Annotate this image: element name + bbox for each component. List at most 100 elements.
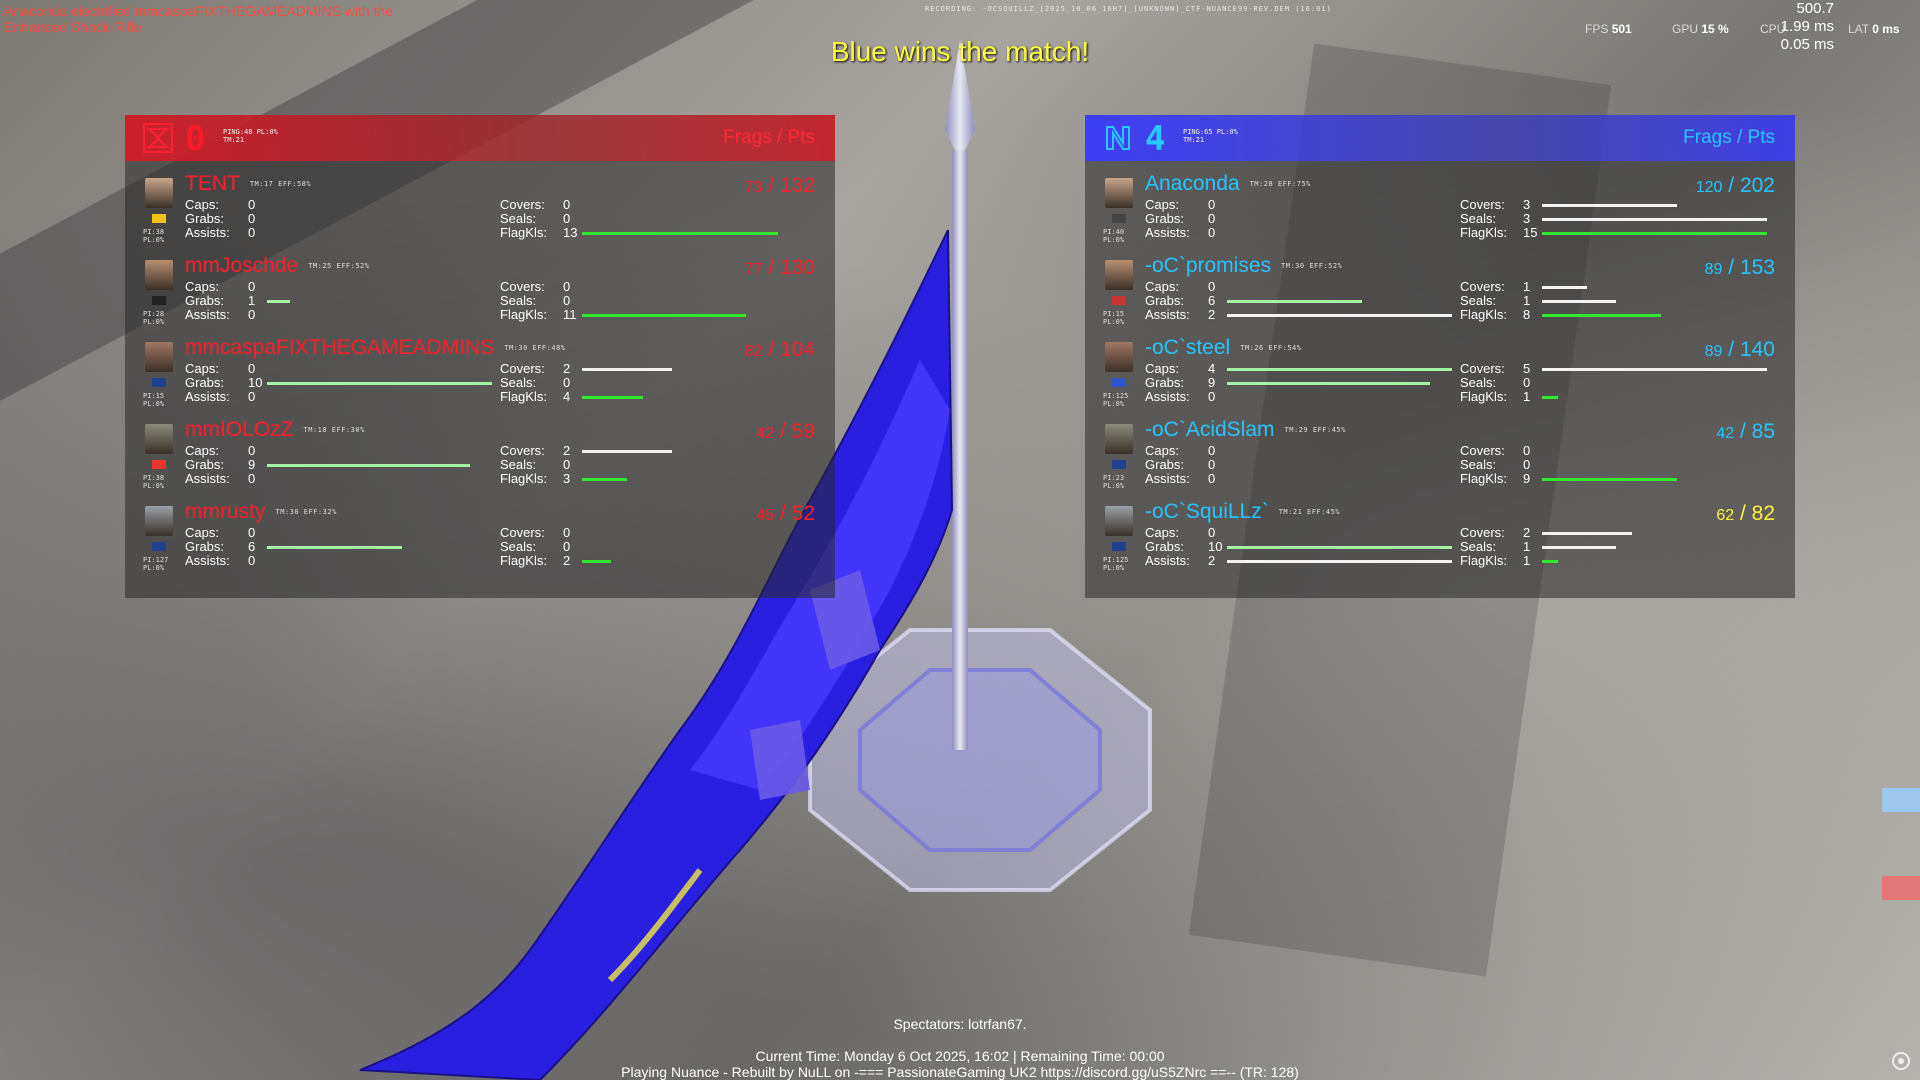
country-flag-icon [1112,542,1126,551]
stat-bar [582,560,611,563]
stat-seals: Seals:3 [1460,212,1767,226]
stat-caps: Caps:0 [1145,525,1216,540]
stat-covers: Covers:5 [1460,362,1767,376]
stat-bar [582,478,627,481]
stat-bar [582,396,643,399]
player-frags-pts: 42 / 59 [756,420,815,443]
country-flag-icon [152,542,166,551]
stat-bar [1227,560,1452,563]
red-team-emblem-icon [143,123,173,153]
player-avatar [145,506,173,536]
stat-grabs: Grabs:10 [1145,540,1452,554]
stat-assists: Assists:0 [1145,225,1216,240]
spectator-eye-icon [1892,1052,1910,1070]
stat-bar [267,382,492,385]
stat-bar [1542,300,1616,303]
stat-flagkls: FlagKls:4 [500,390,750,404]
stat-caps: Caps:0 [1145,197,1216,212]
stat-bar [1542,314,1661,317]
stat-bar [1542,546,1616,549]
stat-flagkls: FlagKls:13 [500,226,778,240]
stat-covers: Covers:0 [1460,443,1531,458]
stat-caps: Caps:4 [1145,362,1452,376]
server-info: Playing Nuance - Rebuilt by NuLL on -===… [621,1064,1299,1080]
kill-message: Anaconda electrified mmcaspaFIXTHEGAMEAD… [4,3,394,35]
latency-counter: LAT 0 ms [1848,22,1900,36]
stat-covers: Covers:1 [1460,280,1710,294]
spectators-list: Spectators: lotrfan67. [893,1016,1027,1032]
player-meta: TM:29 EFF:45% [1284,426,1346,435]
stat-seals: Seals:0 [500,293,571,308]
stat-bar [582,368,672,371]
player-avatar [1105,424,1133,454]
stat-assists: Assists:0 [1145,471,1216,486]
country-flag-icon [152,460,166,469]
stat-assists: Assists:0 [185,225,256,240]
country-flag-icon [1112,296,1126,305]
stat-assists: Assists:0 [1145,389,1216,404]
current-time: Current Time: Monday 6 Oct 2025, 16:02 |… [755,1048,1165,1064]
player-avatar [1105,178,1133,208]
player-frags-pts: 45 / 52 [756,502,815,525]
stat-covers: Covers:2 [1460,526,1710,540]
stat-bar [582,450,672,453]
country-flag-icon [1112,214,1126,223]
stat-flagkls: FlagKls:15 [1460,226,1767,240]
frame-time-readout: 1.99 ms [1780,18,1834,35]
stat-bar [1542,232,1767,235]
player-meta: TM:30 EFF:32% [275,508,337,517]
stat-grabs: Grabs:1 [185,294,435,308]
country-flag-icon [152,378,166,387]
stat-flagkls: FlagKls:9 [1460,472,1710,486]
stat-caps: Caps:0 [1145,279,1216,294]
stat-flagkls: FlagKls:1 [1460,554,1710,568]
stat-covers: Covers:2 [500,444,750,458]
player-meta: TM:21 EFF:45% [1278,508,1341,517]
stat-bar [1542,218,1767,221]
player-meta: TM:30 EFF:52% [1281,262,1343,271]
stat-caps: Caps:0 [1145,443,1216,458]
cpu-counter: CPU [1760,22,1786,36]
stat-assists: Assists:2 [1145,554,1452,568]
stat-flagkls: FlagKls:11 [500,308,750,322]
blue-team-ping: PING:65 PL:0%TM:21 [1183,128,1238,144]
gpu-counter: GPU 15 % [1672,22,1729,36]
player-avatar [1105,260,1133,290]
stat-grabs: Grabs:9 [1145,376,1430,390]
player-avatar [1105,342,1133,372]
player-meta: TM:17 EFF:58% [249,180,312,189]
country-flag-icon [1112,460,1126,469]
stat-covers: Covers:2 [500,362,750,376]
stat-bar [267,546,402,549]
country-flag-icon [152,214,166,223]
stat-grabs: Grabs:0 [1145,457,1216,472]
fps-counter: FPS 501 [1585,22,1632,36]
frame-latency-readout: 0.05 ms [1780,36,1834,53]
stat-bar [1542,560,1558,563]
player-meta: TM:30 EFF:48% [504,344,566,353]
stat-grabs: Grabs:9 [185,458,470,472]
player-name: -oC`SquiLLz`TM:21 EFF:45% [1145,500,1341,523]
blue-flag-status-icon [1882,788,1920,812]
player-frags-pts: 89 / 140 [1704,338,1775,361]
blue-team-score: 4 [1145,119,1166,159]
stat-assists: Assists:2 [1145,308,1452,322]
stat-covers: Covers:0 [500,279,571,294]
stat-assists: Assists:0 [185,471,256,486]
player-avatar [145,178,173,208]
stat-bar [1227,546,1452,549]
player-avatar [1105,506,1133,536]
